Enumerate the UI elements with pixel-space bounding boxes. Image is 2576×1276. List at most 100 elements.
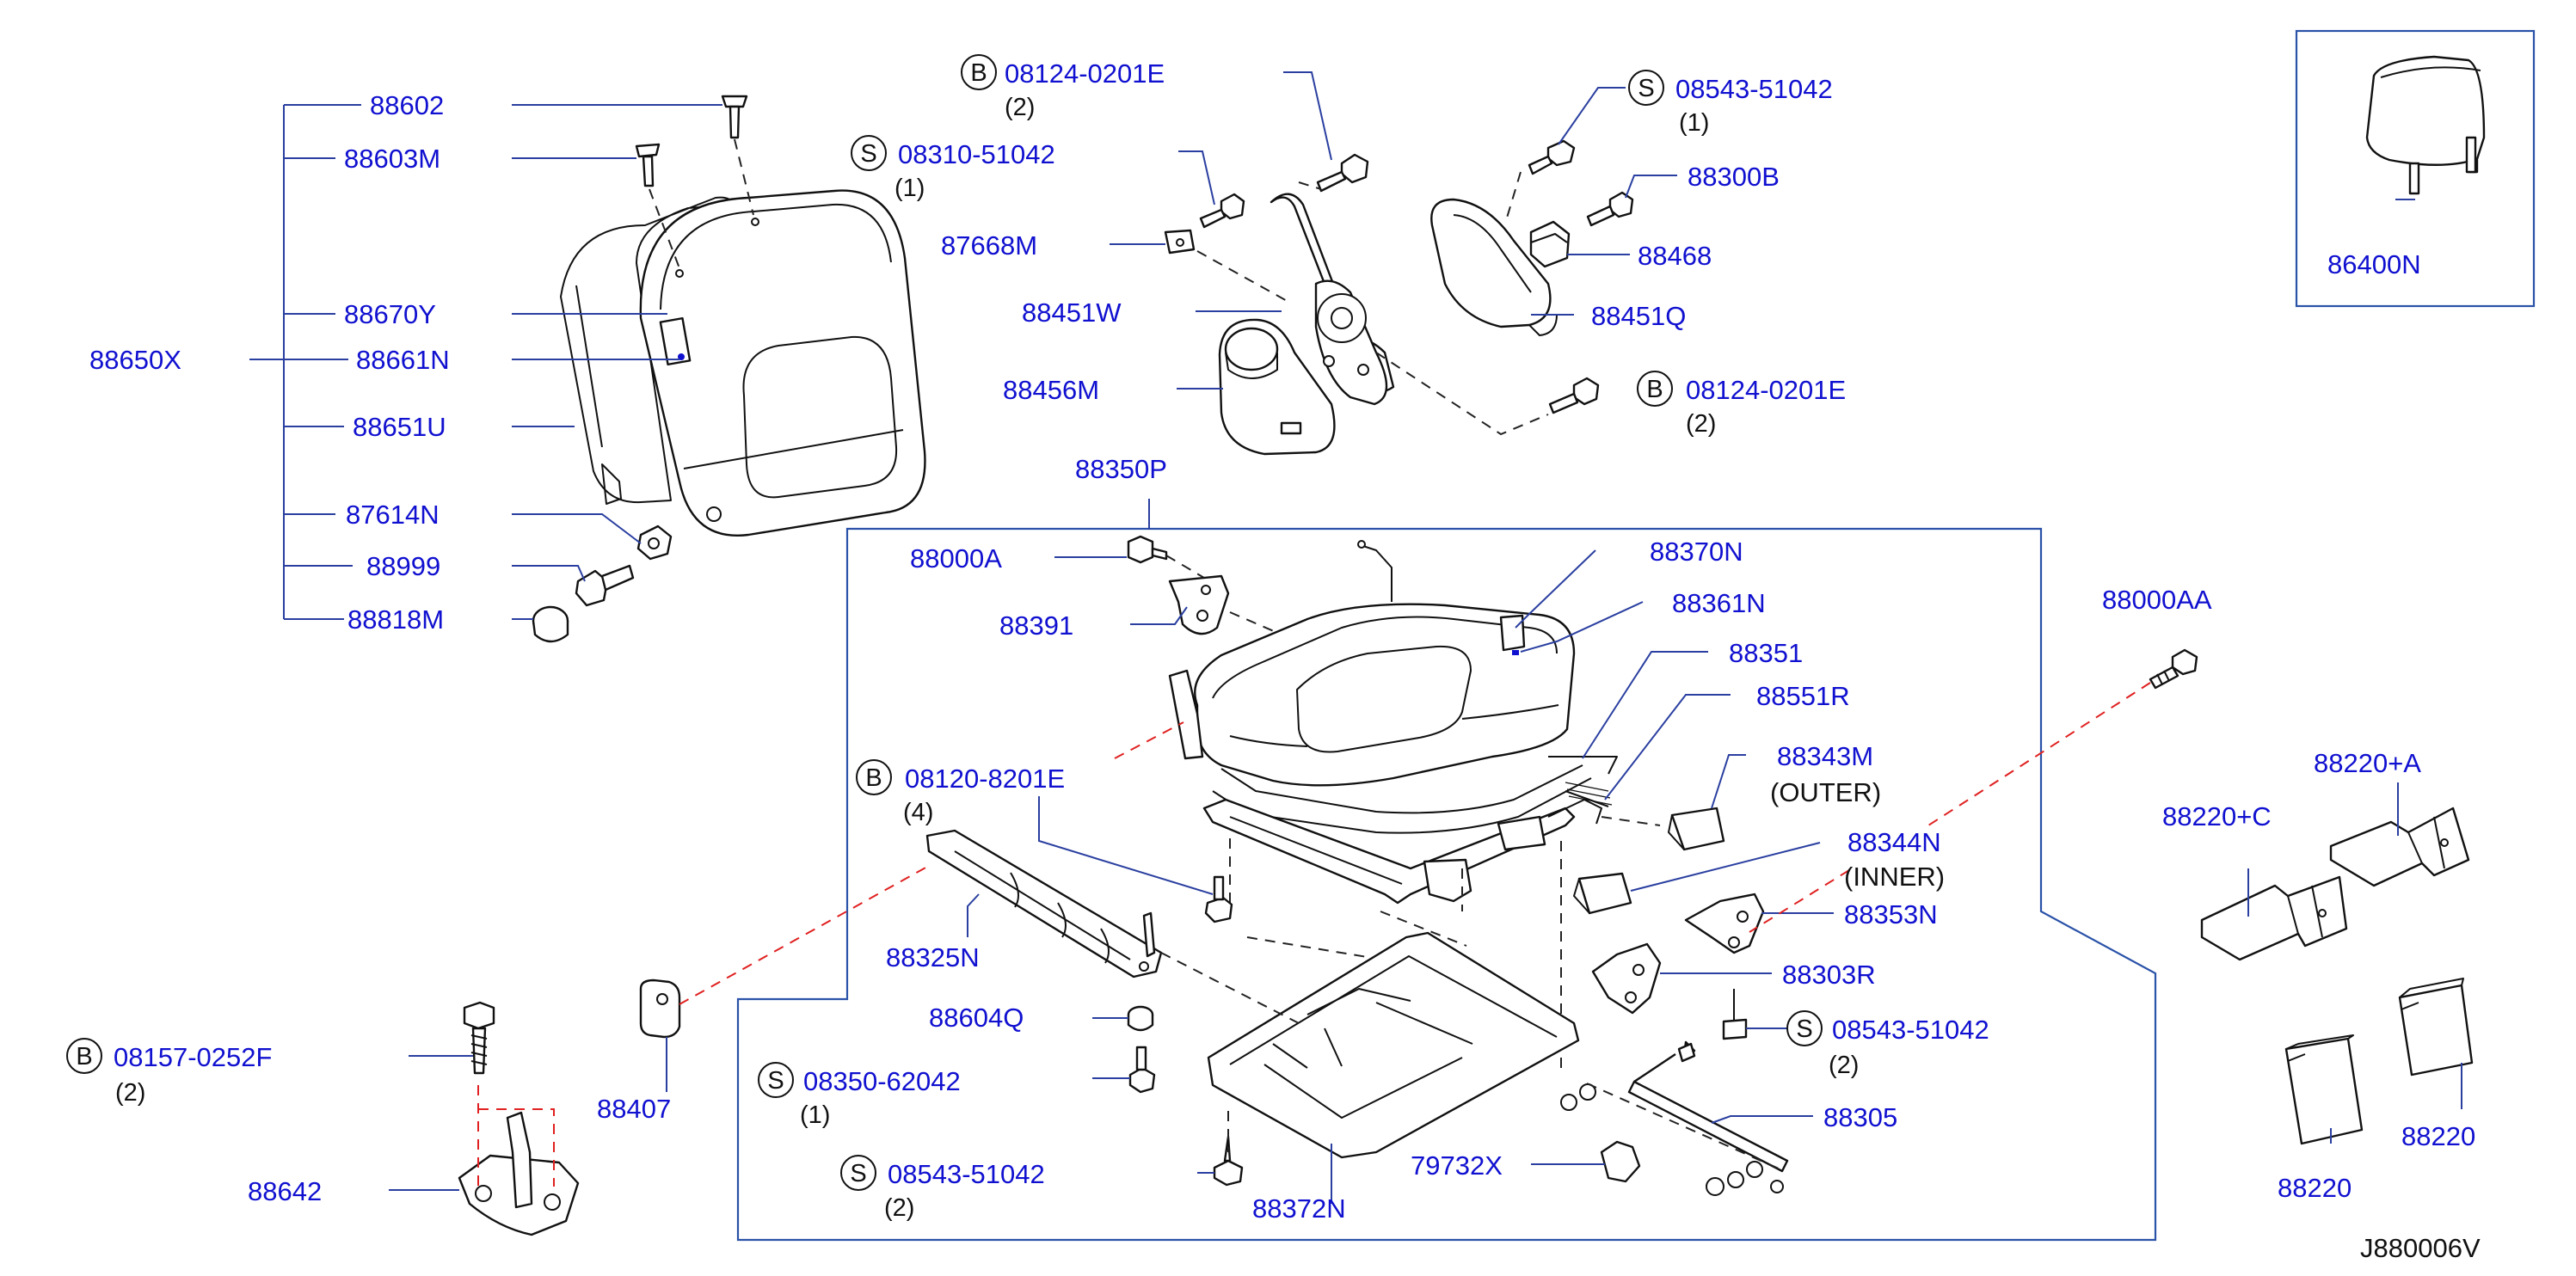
label-08124-top: 08124-0201E bbox=[1005, 58, 1165, 89]
label-88303R: 88303R bbox=[1782, 960, 1876, 990]
qty-08124-top: (2) bbox=[1005, 94, 1035, 121]
bolt-08310 bbox=[1199, 193, 1245, 229]
qty-08120: (4) bbox=[903, 799, 933, 826]
label-88370N: 88370N bbox=[1650, 537, 1743, 567]
red-dash-88000AA bbox=[1927, 682, 2151, 826]
label-88818M: 88818M bbox=[347, 604, 444, 635]
seat-back-illustration bbox=[560, 189, 926, 537]
red-dash-88407 bbox=[679, 866, 928, 1005]
label-88353N: 88353N bbox=[1844, 899, 1938, 929]
label-88642: 88642 bbox=[248, 1176, 322, 1206]
marker-b-08120: B bbox=[856, 759, 892, 795]
label-88661N: 88661N bbox=[356, 345, 450, 375]
svg-text:B: B bbox=[970, 59, 987, 87]
mount-88642 bbox=[458, 1111, 580, 1236]
nut-87614N bbox=[636, 525, 673, 561]
label-88604Q: 88604Q bbox=[929, 1003, 1024, 1033]
label-08120: 08120-8201E bbox=[905, 764, 1065, 794]
label-88451Q: 88451Q bbox=[1591, 301, 1686, 331]
label-87614N: 87614N bbox=[346, 500, 440, 530]
qty-08543-right: (2) bbox=[1829, 1052, 1859, 1079]
svg-text:S: S bbox=[1796, 1015, 1812, 1043]
bracket-88468 bbox=[1529, 220, 1571, 268]
label-88351: 88351 bbox=[1729, 638, 1803, 668]
screw-08350 bbox=[1128, 1046, 1156, 1094]
seat-pan-88372N bbox=[1207, 931, 1580, 1159]
clip-79732X bbox=[1600, 1140, 1641, 1183]
svg-text:B: B bbox=[76, 1043, 92, 1070]
spacer-88604Q bbox=[1127, 1005, 1154, 1032]
label-88650X: 88650X bbox=[89, 345, 181, 375]
cap-88343M bbox=[1668, 807, 1725, 851]
seat-cushion-88361N bbox=[1168, 603, 1576, 787]
qty-08543-bottom: (2) bbox=[884, 1194, 914, 1222]
red-dash-08120 bbox=[1114, 721, 1184, 759]
part-labels: 88602 88603M 88650X 88670Y 88661N 88651U… bbox=[89, 58, 2481, 1263]
label-79732X: 79732X bbox=[1411, 1150, 1503, 1181]
label-88220+A: 88220+A bbox=[2314, 748, 2421, 778]
label-08543-bottom: 08543-51042 bbox=[888, 1159, 1045, 1189]
label-88343M: 88343M bbox=[1777, 741, 1873, 771]
bolt-88999 bbox=[575, 564, 635, 607]
label-88670Y: 88670Y bbox=[344, 299, 436, 329]
bolt-08124-top bbox=[1316, 153, 1369, 193]
marker-s-08543-bottom: S bbox=[840, 1155, 876, 1191]
bolt-08120 bbox=[1204, 875, 1233, 923]
qty-08310: (1) bbox=[895, 175, 925, 202]
label-88451W: 88451W bbox=[1022, 298, 1122, 328]
label-88305: 88305 bbox=[1823, 1102, 1897, 1132]
qty-08157: (2) bbox=[115, 1079, 145, 1107]
label-88999: 88999 bbox=[366, 551, 440, 581]
recliner-cover-88451Q bbox=[1430, 198, 1558, 336]
label-88603M: 88603M bbox=[344, 144, 440, 174]
label-88220-left: 88220 bbox=[2278, 1173, 2352, 1203]
leader-lines bbox=[249, 71, 2462, 1204]
label-08157: 08157-0252F bbox=[114, 1042, 272, 1072]
pin-88603M bbox=[635, 143, 661, 187]
label-88344N: 88344N bbox=[1847, 827, 1941, 857]
spring-88325N bbox=[925, 829, 1163, 978]
bolt-08157 bbox=[463, 1001, 495, 1075]
pad-88220-left bbox=[2284, 1034, 2364, 1145]
clip-87668M bbox=[1164, 229, 1196, 255]
label-88000A: 88000A bbox=[910, 543, 1002, 574]
label-08124-mid: 08124-0201E bbox=[1686, 375, 1846, 405]
svg-text:S: S bbox=[860, 140, 876, 168]
seat-frame-88351 bbox=[1212, 756, 1618, 834]
svg-text:S: S bbox=[1638, 75, 1654, 102]
svg-text:B: B bbox=[1646, 376, 1663, 403]
label-88325N: 88325N bbox=[886, 942, 980, 972]
label-08350: 08350-62042 bbox=[803, 1066, 961, 1096]
cushion-assembly-box bbox=[736, 527, 2157, 1242]
svg-text:B: B bbox=[865, 764, 882, 792]
label-88456M: 88456M bbox=[1003, 375, 1099, 405]
bracket-88220+A bbox=[2329, 807, 2470, 887]
bolt-08124-mid bbox=[1548, 377, 1600, 414]
label-88372N: 88372N bbox=[1252, 1193, 1346, 1224]
pin-88602 bbox=[721, 95, 748, 139]
label-88602: 88602 bbox=[370, 90, 444, 120]
headrest-86400N bbox=[2365, 55, 2486, 195]
bolt-88000A bbox=[1127, 535, 1168, 564]
label-88220+C: 88220+C bbox=[2162, 801, 2272, 831]
qty-08124-mid: (2) bbox=[1686, 410, 1716, 438]
marker-b-08157: B bbox=[66, 1038, 102, 1074]
qty-08350: (1) bbox=[800, 1101, 830, 1129]
screw-08543-top bbox=[1528, 139, 1576, 175]
headrest-inset-box bbox=[2295, 29, 2536, 308]
label-88468: 88468 bbox=[1638, 241, 1712, 271]
bracket-88407 bbox=[639, 978, 681, 1039]
hook-wire bbox=[1357, 540, 1393, 602]
label-88407: 88407 bbox=[597, 1094, 671, 1124]
seat-rail-88551R bbox=[1202, 782, 1613, 905]
note-outer: (OUTER) bbox=[1770, 777, 1881, 807]
label-87668M: 87668M bbox=[941, 230, 1037, 261]
bracket-88353N bbox=[1684, 893, 1765, 954]
label-88350P: 88350P bbox=[1075, 454, 1167, 484]
marker-b-08124-mid: B bbox=[1637, 371, 1673, 407]
marker-s-08543-right: S bbox=[1786, 1010, 1823, 1046]
bolt-88300B bbox=[1586, 191, 1634, 227]
label-08543-right: 08543-51042 bbox=[1832, 1015, 1989, 1045]
label-08310: 08310-51042 bbox=[898, 139, 1055, 169]
